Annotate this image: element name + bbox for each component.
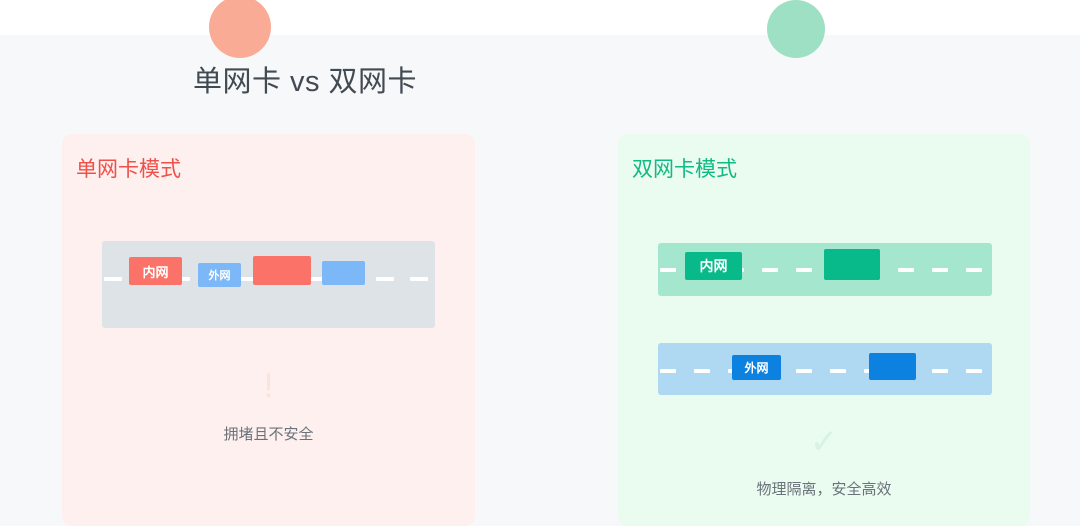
dual-nic-extranet-road: 外网 [658, 343, 992, 395]
vehicle-extranet: 外网 [198, 263, 241, 287]
single-nic-panel: 单网卡模式 内网 外网 ! 拥堵且不安全 [62, 134, 475, 526]
vehicle-label: 内网 [699, 258, 728, 274]
vehicle-intranet: 内网 [685, 252, 742, 280]
page-title: 单网卡 vs 双网卡 [192, 66, 418, 98]
vehicle-red-plain [253, 256, 311, 285]
road-dash [410, 277, 428, 281]
road-dash [694, 369, 710, 373]
road-dash [796, 268, 812, 272]
dual-nic-panel: 双网卡模式 内网 [618, 134, 1030, 526]
road-dash [240, 277, 258, 281]
dual-nic-caption: 物理隔离，安全高效 [756, 481, 892, 498]
road-dash [932, 268, 948, 272]
dual-nic-panel-title: 双网卡模式 [632, 158, 737, 181]
vehicle-label: 外网 [744, 361, 769, 375]
vehicle-label: 外网 [208, 270, 231, 282]
road-dash [932, 369, 948, 373]
road-dash [966, 268, 982, 272]
vehicle-green-plain [824, 249, 880, 280]
road-dash [830, 369, 846, 373]
road-dash [796, 369, 812, 373]
road-dash [376, 277, 394, 281]
vehicle-blue-plain [869, 353, 916, 380]
road-dash [762, 268, 778, 272]
vehicle-blue-plain [322, 261, 365, 285]
decorative-circle-pink-icon [209, 0, 271, 58]
road-dash [898, 268, 914, 272]
road-dash [660, 369, 676, 373]
single-nic-caption: 拥堵且不安全 [223, 426, 314, 443]
vehicle-label: 内网 [142, 264, 169, 280]
vehicle-intranet: 内网 [129, 257, 182, 285]
road-dash [308, 277, 326, 281]
exclamation-icon: ! [263, 367, 274, 405]
single-nic-road: 内网 外网 [102, 241, 435, 328]
dual-nic-intranet-road: 内网 [658, 243, 992, 296]
road-dash [104, 277, 122, 281]
decorative-circle-mint-icon [767, 0, 825, 58]
vehicle-extranet: 外网 [732, 355, 781, 380]
road-dash [660, 268, 676, 272]
road-dash [966, 369, 982, 373]
single-nic-panel-title: 单网卡模式 [76, 158, 181, 181]
check-icon: ✓ [809, 423, 839, 461]
